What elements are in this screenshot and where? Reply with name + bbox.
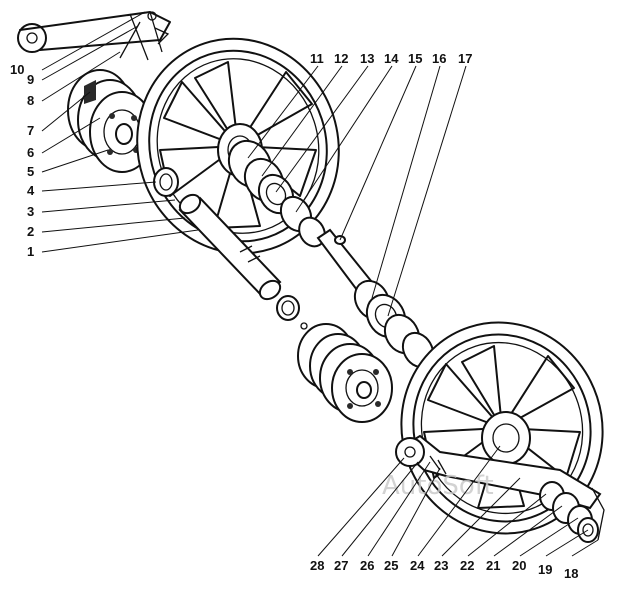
- callout-number: 28: [310, 558, 324, 573]
- callout-number: 5: [27, 164, 34, 179]
- callouts-left: 10 9 8 7 6 5 4 3 2 1: [10, 62, 35, 259]
- callout-number: 10: [10, 62, 24, 77]
- callout-number: 24: [410, 558, 425, 573]
- hub-icon: [297, 323, 393, 423]
- shaft-icon: [178, 193, 282, 301]
- callout-number: 8: [27, 93, 34, 108]
- callout-number: 7: [27, 123, 34, 138]
- callout-number: 25: [384, 558, 398, 573]
- callout-number: 19: [538, 562, 552, 577]
- callout-number: 16: [432, 51, 446, 66]
- shaft-stack: [227, 139, 435, 369]
- callout-number: 14: [384, 51, 399, 66]
- callouts-bottom: 28 27 26 25 24 23 22 21 20 19 18: [310, 558, 578, 581]
- callout-number: 4: [27, 183, 35, 198]
- bearing-ring-icon: [276, 295, 308, 330]
- callout-number: 1: [27, 244, 34, 259]
- callout-number: 15: [408, 51, 422, 66]
- watermark: AutoSoft: [382, 471, 494, 501]
- callout-number: 21: [486, 558, 500, 573]
- callout-number: 12: [334, 51, 348, 66]
- callout-number: 3: [27, 204, 34, 219]
- callout-number: 18: [564, 566, 578, 581]
- bearing-ring-icon: [153, 167, 179, 197]
- callout-number: 20: [512, 558, 526, 573]
- leader-lines-top: [247, 65, 467, 317]
- callout-number: 22: [460, 558, 474, 573]
- callout-number: 23: [434, 558, 448, 573]
- callout-number: 6: [27, 145, 34, 160]
- callout-number: 13: [360, 51, 374, 66]
- callout-number: 11: [310, 51, 324, 66]
- callout-number: 27: [334, 558, 348, 573]
- callout-number: 2: [27, 224, 34, 239]
- callouts-top: 11 12 13 14 15 16 17: [310, 51, 472, 66]
- callout-number: 17: [458, 51, 472, 66]
- callout-number: 9: [27, 72, 34, 87]
- leader-lines-left: [41, 11, 199, 253]
- callout-number: 26: [360, 558, 374, 573]
- leader-lines-bottom: [317, 445, 599, 557]
- bearing-ring-icon: [539, 481, 605, 543]
- bracket-icon: [17, 11, 171, 61]
